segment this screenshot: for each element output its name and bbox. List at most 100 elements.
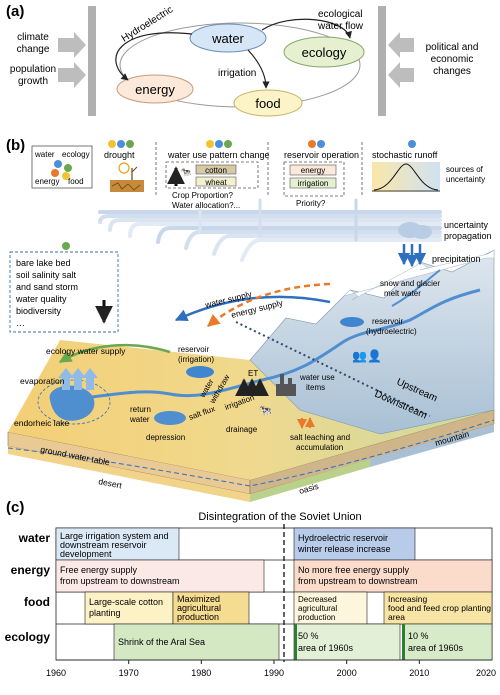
- legend-dot-ecology: [64, 164, 72, 172]
- driver-climate-2: change: [17, 44, 50, 55]
- bar-eco-1-label: Shrink of the Aral Sea: [118, 637, 205, 647]
- driver-political-1: political and: [426, 42, 479, 53]
- tick-1980: 1980: [191, 668, 211, 678]
- cotton-box: [195, 164, 237, 175]
- bar-food-4-l2: food and feed crop planting: [388, 603, 491, 613]
- label-res-irr-2: (irrigation): [178, 355, 214, 364]
- tick-2020: 2020: [476, 668, 496, 678]
- label-evaporation: evaporation: [20, 376, 65, 386]
- source-runoff: stochastic runoff: [372, 150, 438, 160]
- res-energy: energy: [301, 166, 325, 175]
- ground-water-table: [7, 419, 495, 487]
- evaporation-icon: [58, 368, 98, 390]
- impacts-box: [9, 251, 119, 333]
- node-food-shape: [233, 89, 303, 117]
- tributary-river: [391, 269, 441, 307]
- landscape-block: 👥👤 🐄 snow and glacier melt water precipi…: [7, 222, 495, 502]
- nexus-legend-box: [31, 145, 93, 189]
- bar-food-4-l3: area: [388, 612, 405, 622]
- dot-res-water: [317, 140, 325, 148]
- factory-icon: [276, 374, 296, 396]
- bar-water-2: [293, 527, 416, 561]
- bar-food-2-l2: agricultural: [177, 603, 221, 613]
- bar-water-2-l2: winter release increase: [297, 544, 391, 554]
- label-use-2: items: [306, 383, 325, 392]
- runoff-distribution-curve: [373, 163, 439, 191]
- propagation-label-1: uncertainty: [444, 220, 489, 230]
- impact-6: …: [16, 318, 25, 328]
- bar-energy-2: [293, 559, 493, 593]
- crop-question-2: Water allocation?...: [172, 201, 240, 210]
- endorheic-boundary: [37, 379, 111, 425]
- panel-b: (b) water ecology energy food drought wa…: [6, 137, 495, 502]
- node-water-shape: [189, 23, 267, 53]
- bar-food-3-l3: production: [298, 613, 335, 622]
- left-boundary-bar: [88, 6, 96, 116]
- bar-energy-1-l2: from upstream to downstream: [60, 576, 180, 586]
- arrow-irrigation: [247, 49, 270, 89]
- dot-drought-ecology: [126, 140, 134, 148]
- sources-label-1: sources of: [446, 165, 484, 174]
- panel-a: (a) climate change population growth pol…: [6, 3, 479, 117]
- bar-water-1-l3: development: [60, 549, 112, 559]
- label-depression: depression: [146, 433, 185, 442]
- label-irrigation: irrigation: [218, 68, 256, 79]
- right-boundary-bar: [378, 6, 386, 116]
- bar-energy-2-l1: No more free energy supply: [298, 565, 410, 575]
- tick-1970: 1970: [119, 668, 139, 678]
- bar-eco-3-l1: 10 %: [408, 631, 429, 641]
- bar-water-1-l2: downstream reservoir: [60, 540, 147, 550]
- crop-question-1: Crop Proportion?: [172, 191, 233, 200]
- bar-food-3-l1: Decreased: [298, 595, 337, 604]
- impact-5: biodiversity: [16, 306, 62, 316]
- row-label-energy: energy: [11, 563, 51, 577]
- bar-food-3: [293, 591, 368, 625]
- time-axis: 1960 1970 1980 1990 2000 2010 2020: [46, 659, 496, 678]
- node-food: food: [255, 96, 280, 111]
- legend-dot-food: [62, 172, 70, 180]
- panel-a-label: (a): [6, 3, 24, 20]
- source-reservoir-op: reservoir operation: [284, 150, 359, 160]
- livestock-icon: 🐄: [258, 405, 272, 417]
- driver-arrow-political-1: [388, 32, 414, 58]
- eco-marker-2001: [294, 624, 297, 660]
- node-ecology-shape: [283, 36, 365, 68]
- label-res-hydro-1: reservoir: [372, 317, 403, 326]
- label-snow-2: melt water: [384, 289, 421, 298]
- dot-use-food: [206, 140, 214, 148]
- panel-c-label: (c): [6, 499, 24, 516]
- node-ecology: ecology: [302, 45, 347, 60]
- bar-food-1: [84, 591, 174, 625]
- legend-energy: energy: [35, 177, 59, 186]
- arrow-eco-flow: [261, 18, 352, 39]
- row-label-water: water: [18, 531, 51, 545]
- up-down-divider: [235, 321, 431, 417]
- snow-caps: [343, 249, 495, 301]
- bar-water-1: [55, 527, 180, 561]
- bar-food-4-l1: Increasing: [388, 594, 427, 604]
- res-energy-box: [289, 164, 337, 176]
- driver-arrow-climate: [58, 32, 86, 58]
- endorheic-lake-shape: [49, 385, 95, 421]
- propagation-label-2: propagation: [444, 231, 492, 241]
- propagation-lines: [98, 198, 442, 262]
- bar-eco-1: [113, 623, 280, 661]
- label-desert: desert: [98, 476, 124, 490]
- bar-energy-1: [55, 559, 265, 593]
- label-leach-1: salt leaching and: [290, 433, 350, 442]
- dot-use-water: [215, 140, 223, 148]
- bar-food-2: [172, 591, 250, 625]
- dot-impact-ecology: [62, 242, 70, 250]
- driver-climate-1: climate: [17, 32, 49, 43]
- water-supply-arrow: [174, 295, 331, 322]
- people-icon: 👥👤: [352, 349, 382, 363]
- dot-res-energy: [308, 140, 316, 148]
- label-eco-flow-1: ecological: [318, 9, 362, 20]
- driver-arrow-political-2: [388, 62, 414, 88]
- sources-label-2: uncertainty: [446, 175, 485, 184]
- bar-eco-2: [293, 623, 401, 661]
- crop-box: [165, 161, 259, 189]
- bar-energy-2-l2: from upstream to downstream: [298, 576, 418, 586]
- ecology-supply-arrow: [58, 343, 171, 364]
